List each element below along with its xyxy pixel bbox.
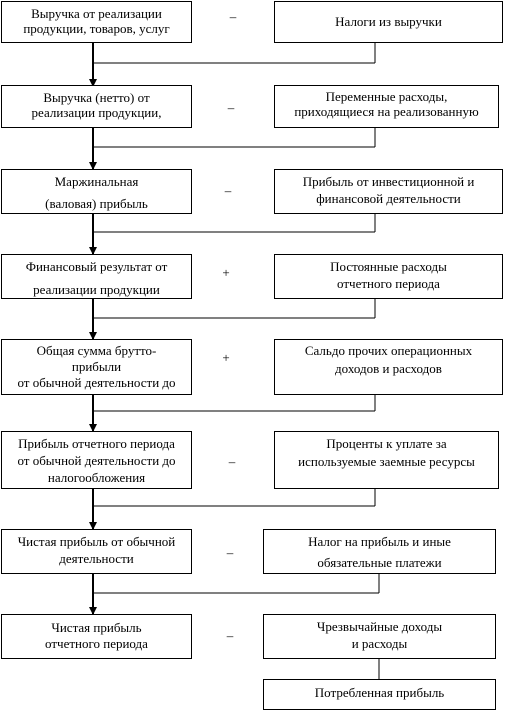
left-box-6-line-1: Прибыль отчетного периода xyxy=(18,436,175,451)
right-box-8-line-2: и расходы xyxy=(351,636,408,651)
left-box-5 xyxy=(1,339,192,395)
right-box-3 xyxy=(274,169,503,214)
left-box-4-line-2: реализации продукции xyxy=(33,282,160,297)
right-box-7 xyxy=(263,529,496,574)
left-box-7-line-2: деятельности xyxy=(59,551,134,566)
right-box-9-line-1: Потребленная прибыль xyxy=(314,685,445,700)
left-box-7 xyxy=(1,529,192,574)
left-box-8-line-2: отчетного периода xyxy=(45,636,148,651)
left-box-8-line-1: Чистая прибыль xyxy=(51,620,142,635)
right-box-1 xyxy=(274,1,503,43)
left-box-6-line-2: от обычной деятельности до xyxy=(17,453,176,468)
right-box-5 xyxy=(274,339,503,395)
right-box-8 xyxy=(263,614,496,659)
right-box-4-line-1: Постоянные расходы xyxy=(330,259,447,274)
right-box-1-line-1: Налоги из выручки xyxy=(335,14,442,29)
right-box-2-line-2: приходящиеся на реализованную xyxy=(294,104,479,119)
left-box-2-line-2: реализации продукции, xyxy=(31,105,162,120)
left-box-3-line-2: (валовая) прибыль xyxy=(45,196,148,211)
right-box-2-line-1: Переменные расходы, xyxy=(325,89,448,104)
left-box-1-line-1: Выручка от реализации xyxy=(31,6,162,21)
right-box-4 xyxy=(274,254,503,299)
right-box-9 xyxy=(263,679,496,710)
left-box-5-line-2: прибыли xyxy=(71,359,122,374)
left-box-4-line-1: Финансовый результат от xyxy=(25,259,168,274)
operator-7: – xyxy=(226,545,234,560)
left-box-2-line-1: Выручка (нетто) от xyxy=(43,90,150,105)
left-box-8 xyxy=(1,614,192,659)
right-box-6-line-1: Проценты к уплате за xyxy=(326,436,447,451)
left-box-3-line-1: Маржинальная xyxy=(54,174,139,189)
left-box-1 xyxy=(1,1,192,43)
right-box-6 xyxy=(274,431,499,489)
left-box-2 xyxy=(1,85,192,128)
operator-6: – xyxy=(228,454,236,469)
left-box-5-line-1: Общая сумма брутто- xyxy=(36,343,157,358)
left-box-6-line-3: налогообложения xyxy=(47,470,146,485)
operator-3: – xyxy=(224,183,232,198)
right-box-7-line-1: Налог на прибыль и иные xyxy=(308,534,451,549)
operator-8: – xyxy=(226,628,234,643)
right-box-7-line-2: обязательные платежи xyxy=(317,555,442,570)
right-box-5-line-1: Сальдо прочих операционных xyxy=(304,343,473,358)
right-box-6-line-2: используемые заемные ресурсы xyxy=(298,454,475,469)
right-box-4-line-2: отчетного периода xyxy=(337,276,440,291)
right-box-5-line-2: доходов и расходов xyxy=(335,361,442,376)
operator-4: + xyxy=(222,265,230,280)
left-box-4 xyxy=(1,254,192,299)
left-box-6 xyxy=(1,431,192,489)
left-box-7-line-1: Чистая прибыль от обычной xyxy=(17,534,176,549)
operator-2: – xyxy=(227,100,235,115)
operator-1: – xyxy=(229,9,237,24)
right-box-3-line-2: финансовой деятельности xyxy=(316,191,461,206)
right-box-2 xyxy=(274,85,499,128)
left-box-3 xyxy=(1,169,192,214)
right-box-3-line-1: Прибыль от инвестиционной и xyxy=(302,174,475,189)
left-box-5-line-3: от обычной деятельности до xyxy=(17,375,176,390)
right-box-8-line-1: Чрезвычайные доходы xyxy=(316,619,443,634)
operator-5: + xyxy=(222,350,230,365)
left-box-1-line-2: продукции, товаров, услуг xyxy=(23,21,170,36)
